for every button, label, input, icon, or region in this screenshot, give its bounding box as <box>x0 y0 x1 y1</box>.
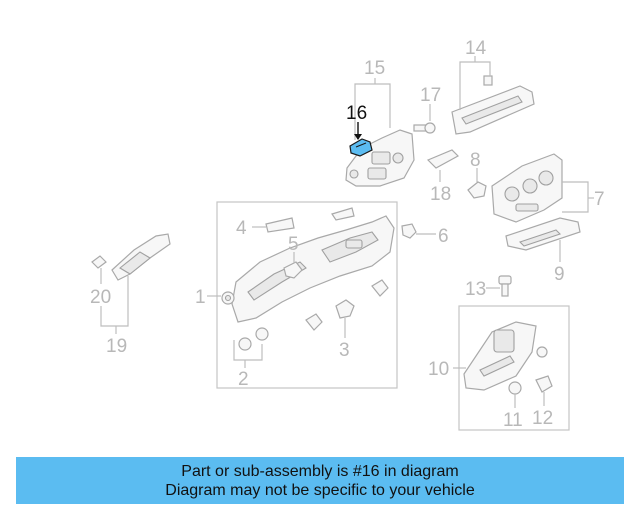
banner-line-1: Part or sub-assembly is #16 in diagram <box>181 462 459 480</box>
callout-12: 12 <box>532 408 553 429</box>
part-3-clip <box>335 299 355 319</box>
callout-9: 9 <box>554 264 565 285</box>
part-3c-clip <box>371 279 389 297</box>
callout-3: 3 <box>339 340 350 361</box>
part-7-cluster-bezel <box>491 153 563 223</box>
callout-7: 7 <box>594 189 605 210</box>
part-2-clip-b <box>255 327 269 341</box>
part-14-glove-box <box>451 75 535 135</box>
part-19-duct <box>111 233 171 281</box>
part-12b-clip <box>536 346 548 358</box>
part-2-clip-a <box>238 337 252 351</box>
part-12-clip <box>535 375 553 393</box>
lead-2 <box>233 340 263 361</box>
callout-14: 14 <box>465 38 487 59</box>
lead-15 <box>354 83 391 140</box>
part-6-clip <box>401 223 417 239</box>
callout-18: 18 <box>430 184 451 205</box>
part-13-bolt <box>498 275 512 297</box>
callout-19: 19 <box>106 336 127 357</box>
callout-11: 11 <box>503 410 523 431</box>
parts-diagram: 14 15 16 17 18 8 7 <box>90 38 605 431</box>
part-10-lower-trim <box>463 321 537 391</box>
callout-1: 1 <box>195 287 206 308</box>
part-3b-clip <box>305 313 323 331</box>
callout-10: 10 <box>428 359 449 380</box>
lead-19 <box>100 276 129 327</box>
callout-2: 2 <box>238 369 249 390</box>
part-1-grommet <box>221 291 235 305</box>
callout-5: 5 <box>288 234 299 255</box>
part-15-center-bezel <box>345 129 415 187</box>
callout-13: 13 <box>465 279 486 300</box>
callout-17: 17 <box>420 85 441 106</box>
part-11-clip <box>508 381 522 395</box>
callout-20: 20 <box>90 287 111 308</box>
main-group-frame <box>216 201 398 389</box>
part-17-screw <box>413 122 436 134</box>
callout-16: 16 <box>346 103 367 124</box>
part-4-clip <box>265 217 295 233</box>
lead-7 <box>562 181 589 213</box>
callout-4: 4 <box>236 218 247 239</box>
part-8-bracket <box>467 181 487 199</box>
callout-6: 6 <box>438 226 449 247</box>
lead-16-arrow <box>354 134 362 140</box>
part-20-grommet <box>91 255 107 269</box>
part-4b-clip <box>331 207 355 221</box>
part-18-panel <box>426 149 459 169</box>
part-16-clip-highlighted <box>349 138 373 157</box>
banner-line-2: Diagram may not be specific to your vehi… <box>165 481 475 499</box>
info-banner: Part or sub-assembly is #16 in diagram D… <box>16 457 624 504</box>
part-9-trim-strip <box>505 217 581 251</box>
callout-15: 15 <box>364 58 385 79</box>
callout-8: 8 <box>470 150 481 171</box>
part-main-lower-panel <box>231 215 395 323</box>
